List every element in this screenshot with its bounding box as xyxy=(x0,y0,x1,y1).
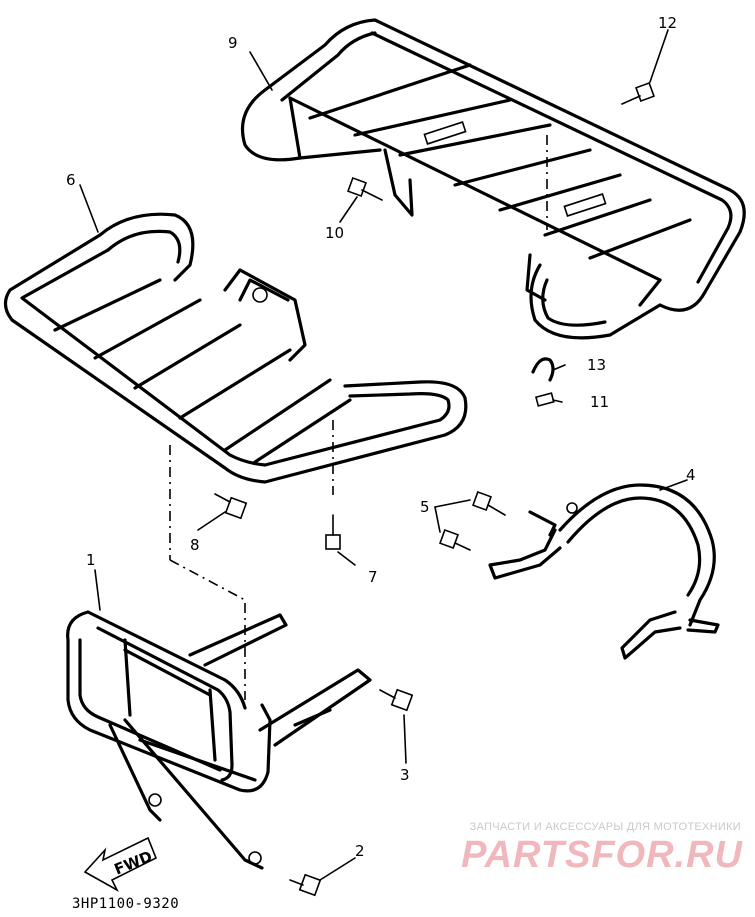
rear-stay xyxy=(488,483,720,660)
callout-11: 11 xyxy=(590,393,609,411)
bolt-3 xyxy=(379,688,414,712)
callout-1: 1 xyxy=(86,551,96,569)
callout-5: 5 xyxy=(420,498,430,516)
callout-9: 9 xyxy=(228,34,238,52)
watermark-caption: ЗАПЧАСТИ И АКСЕССУАРЫ ДЛЯ МОТОТЕХНИКИ xyxy=(469,821,741,833)
rear-carrier xyxy=(240,18,746,340)
bolt-7 xyxy=(325,514,341,550)
bolt-2 xyxy=(289,873,322,897)
bolt-12 xyxy=(621,82,655,105)
callout-8: 8 xyxy=(190,536,200,554)
front-guard xyxy=(66,559,372,870)
fwd-arrow: FWD xyxy=(83,836,158,892)
callout-6: 6 xyxy=(66,171,76,189)
bolt-10 xyxy=(347,177,383,201)
callout-3: 3 xyxy=(400,766,410,784)
callout-2: 2 xyxy=(355,842,365,860)
clip-13 xyxy=(531,357,555,382)
part-code: 3HP1100-9320 xyxy=(72,896,180,912)
callout-7: 7 xyxy=(368,568,378,586)
callout-13: 13 xyxy=(587,356,606,374)
nut-11 xyxy=(534,392,555,407)
bolt-8 xyxy=(214,493,248,520)
callout-12: 12 xyxy=(658,14,677,32)
front-carrier xyxy=(3,212,468,560)
bolt-5a xyxy=(472,491,506,516)
leader-lines xyxy=(79,29,688,881)
bolt-5b xyxy=(439,529,471,551)
callout-10: 10 xyxy=(325,224,344,242)
callout-4: 4 xyxy=(686,466,696,484)
watermark-logo: PARTSFOR.RU xyxy=(461,834,743,876)
